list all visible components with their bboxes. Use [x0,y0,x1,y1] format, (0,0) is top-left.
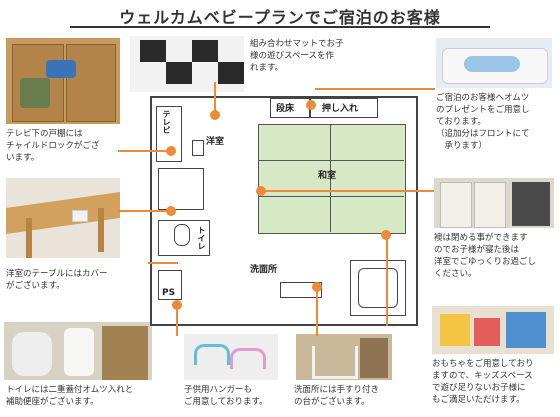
caption-table: 洋室のテーブルにはカバー がございます。 [6,269,108,291]
label-ps: PS [162,288,176,298]
label-senmenjo: 洗面所 [250,265,278,275]
step-photo [296,334,392,380]
toys-photo [432,306,554,354]
label-washitsu: 和室 [318,171,337,181]
caption-hanger: 子供用ハンガーも ご用意しております。 [184,385,268,407]
label-oshiire: 押し入れ [322,104,359,114]
table-photo [6,178,120,258]
ps-area [158,270,182,300]
caption-mat: 組み合わせマットでお子 様の遊びスペースを作 れます。 [250,39,344,73]
caption-step: 洗面所には手すり付き の台がございます。 [294,385,380,407]
hanger-photo [184,334,278,380]
label-dantoko: 段床 [276,104,295,114]
page-title: ウェルカムベビープランでご宿泊のお客様 [119,8,441,27]
title-underline [70,26,490,28]
caption-tv-cabinet: テレビ下の戸棚には チャイルドロックがござ います。 [6,129,100,163]
caption-diaper: ご宿泊のお客様へオムツ のプレゼントをご用意し ております。 （追加分はフロント… [436,93,530,151]
toilet-photo [4,322,152,380]
washitsu-room [258,124,406,234]
label-youshitsu: 洋室 [206,137,225,147]
caption-toys: おもちゃをご用意しており ますので、キッズスペース で遊び足りないお子様に もご… [432,359,534,405]
floor-plan: 和室 段床 押し入れ 洋室 テレビ トイレ PS 洗面所 [150,92,420,332]
caption-toilet: トイレには二重蓋付オムツ入れと 補助便座がございます。 [6,385,134,407]
fusuma-photo [434,178,554,228]
label-terebi: テレビ [162,110,171,134]
play-mat-photo [130,36,244,92]
label-toilet: トイレ [197,226,206,250]
diaper-photo [436,38,552,88]
tv-cabinet-photo [6,38,120,124]
caption-fusuma: 襖は閉める事ができます のでお子様が寝た後は 洋室でごゆっくりお過ごし ください… [434,233,537,279]
